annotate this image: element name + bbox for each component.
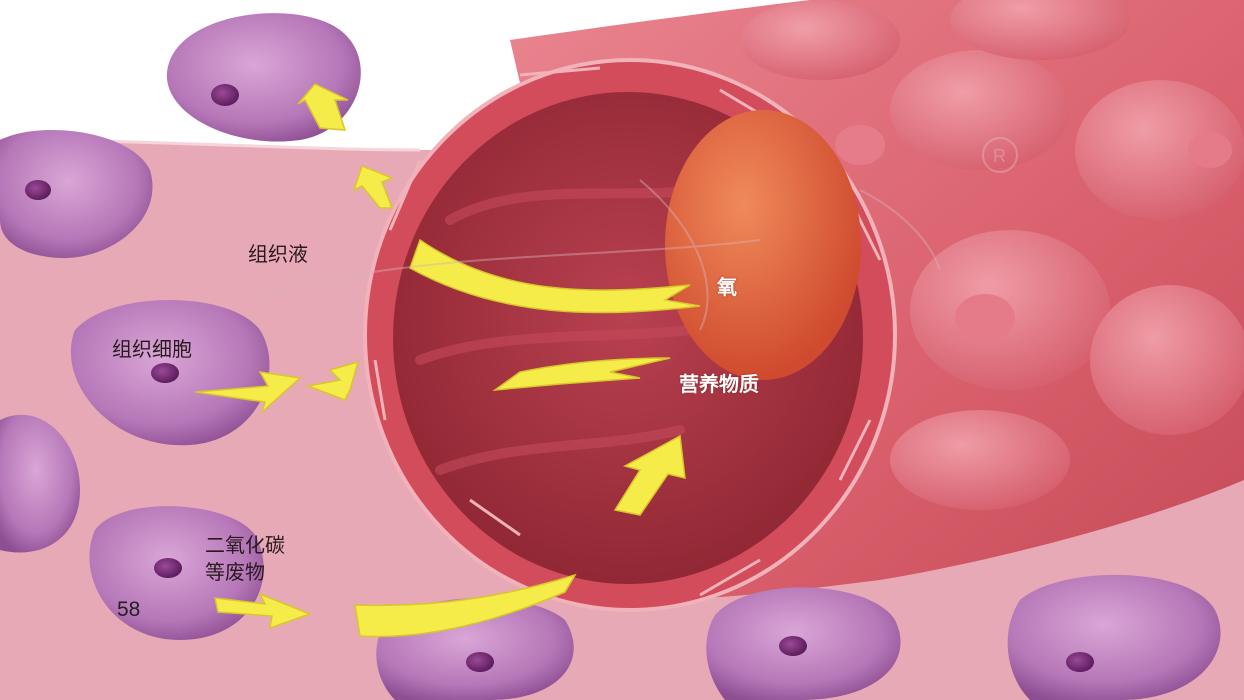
label-co2-line2: 等废物 xyxy=(205,560,265,584)
cell-nucleus xyxy=(151,363,179,383)
lumen-folds xyxy=(415,185,705,475)
waste-arrow-large xyxy=(354,573,577,638)
upward-arrow-fluid xyxy=(352,165,395,209)
exchange-arrows xyxy=(194,83,701,638)
outward-arrow-fluid xyxy=(305,360,360,401)
page-number: 58 xyxy=(117,598,141,621)
cell-nucleus xyxy=(211,84,239,106)
label-co2-waste: 二氧化碳 等废物 xyxy=(205,532,285,586)
label-nutrients: 营养物质 xyxy=(679,372,759,396)
tissue-cell xyxy=(1007,574,1221,700)
cell-nucleus xyxy=(1066,652,1094,672)
watermark-strokes xyxy=(249,179,941,331)
cell-nucleus xyxy=(779,636,807,656)
label-oxygen: 氧 xyxy=(717,275,737,299)
cell-nucleus xyxy=(25,180,51,200)
red-blood-cell xyxy=(665,110,861,380)
upward-arrow-top-cell xyxy=(297,83,349,131)
cell-nucleus xyxy=(466,652,494,672)
inner-up-arrow xyxy=(613,434,686,516)
waste-arrow-small xyxy=(214,592,313,630)
registered-mark: R xyxy=(982,137,1018,173)
cell-nucleus xyxy=(154,558,182,578)
vessel-endothelial-bumps xyxy=(740,0,1244,510)
tissue-cells xyxy=(0,13,1221,700)
label-tissue-cell: 组织细胞 xyxy=(112,337,192,361)
label-tissue-fluid: 组织液 xyxy=(248,242,308,266)
svg-text:R: R xyxy=(993,146,1006,166)
label-co2-line1: 二氧化碳 xyxy=(205,533,285,557)
outward-arrow-cell xyxy=(194,371,302,415)
endothelial-cell-segments xyxy=(373,66,882,597)
tissue-cell xyxy=(0,414,80,553)
nutrients-arrow xyxy=(492,357,671,391)
oxygen-arrow xyxy=(409,238,701,314)
tissue-cell xyxy=(0,130,153,259)
